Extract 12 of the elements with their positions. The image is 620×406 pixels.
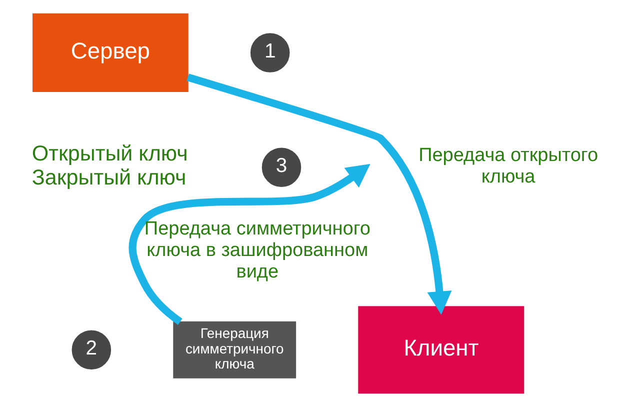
edge-label: Передача открытого ключа [418,144,598,188]
arrow [186,73,452,314]
node-circle: 2 [72,330,112,369]
node-box: Клиент [358,306,524,394]
node-box: Сервер [32,12,188,92]
node-label: Закрытый ключ [32,165,186,190]
arrow [128,163,370,324]
node-circle: 1 [250,32,290,72]
edge-label: Передача симметричного ключа в зашифрованном виде [144,218,370,282]
node-circle: 3 [262,147,302,187]
node-label: Открытый ключ [32,141,188,166]
node-box: Генерация симметричного ключа [173,320,296,378]
